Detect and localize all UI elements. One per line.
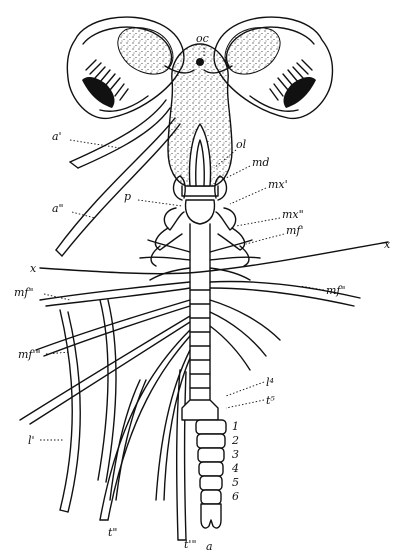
label-seg4: 4 [231, 462, 239, 475]
label-seg3: 3 [232, 448, 239, 461]
label-seg5: 5 [232, 476, 239, 489]
label-ol: ol [236, 138, 247, 151]
label-t5: t⁵ [266, 394, 275, 407]
label-x-right: x [384, 238, 391, 251]
label-a: a [206, 540, 213, 553]
label-a2: a" [52, 202, 64, 215]
head [168, 44, 232, 196]
label-t2: t" [108, 526, 117, 539]
label-l1: l' [28, 434, 35, 447]
label-l4: l⁴ [266, 376, 274, 389]
mouthparts [151, 176, 249, 266]
label-mx2: mx" [282, 208, 304, 221]
label-seg6: 6 [232, 490, 239, 503]
abdomen [182, 400, 226, 528]
label-md: md [252, 156, 269, 169]
body-column [190, 224, 210, 400]
left-eye [67, 17, 184, 118]
label-seg1: 1 [232, 420, 239, 433]
thoracic-legs [20, 282, 190, 540]
label-a1: a' [52, 130, 62, 143]
label-mf3: mf'" [18, 348, 41, 361]
label-oc: oc [196, 32, 209, 45]
label-x-left: x [30, 262, 37, 275]
label-seg2: 2 [231, 434, 239, 447]
ocellus-dot [196, 58, 204, 66]
label-mf1: mf' [286, 224, 304, 237]
label-p: p [124, 190, 131, 203]
label-t3: t'" [184, 538, 197, 551]
label-mx1: mx' [268, 178, 288, 191]
right-eye [214, 17, 332, 118]
label-mf2-right: mf" [326, 284, 346, 297]
label-mf2-left: mf" [14, 286, 34, 299]
